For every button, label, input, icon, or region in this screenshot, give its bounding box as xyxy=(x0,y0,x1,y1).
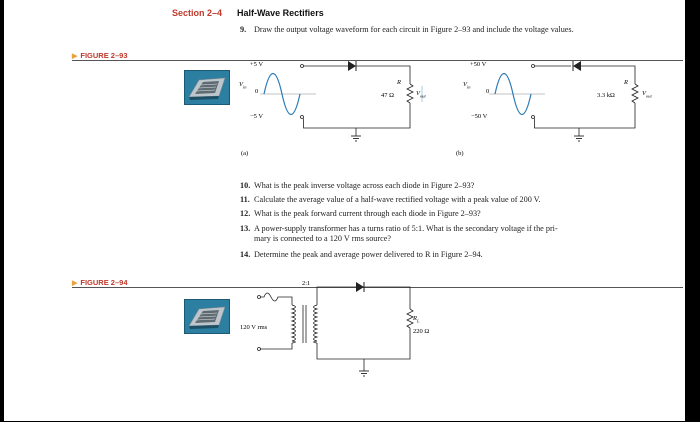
vin-label-a: Vin xyxy=(239,81,247,90)
turns-ratio-label: 2:1 xyxy=(302,280,311,287)
resistor-label-b: R xyxy=(624,79,628,86)
ground-icon xyxy=(574,135,584,142)
textbook-page: Section 2–4 Half-Wave Rectifiers 9. Draw … xyxy=(4,0,685,421)
problem-number: 11. xyxy=(240,195,250,204)
triangle-icon: ▶ xyxy=(72,280,78,287)
problem-9: 9. Draw the output voltage waveform for e… xyxy=(240,25,574,34)
terminal-top xyxy=(531,64,535,68)
terminal-bottom xyxy=(531,115,535,119)
problem-12: 12.What is the peak forward current thro… xyxy=(240,209,481,218)
source-voltage-label: 120 V rms xyxy=(240,324,268,331)
resistor-symbol xyxy=(406,83,414,104)
rectifier-thumbnail-icon xyxy=(185,300,229,333)
vout-label-a: Vout xyxy=(416,90,426,99)
vout-text-a: V xyxy=(416,90,420,97)
vneg-label-b: −50 V xyxy=(471,113,488,120)
figure-94-label: FIGURE 2–94 xyxy=(80,278,128,287)
ground-icon xyxy=(359,370,369,377)
problem-14: 14.Determine the peak and average power … xyxy=(240,250,483,259)
problem-11: 11. Calculate the average value of a half… xyxy=(240,195,541,204)
caption-a: (a) xyxy=(241,150,249,157)
problem-13: 13.A power-supply transformer has a turn… xyxy=(240,224,558,233)
figure-93-tag: ▶FIGURE 2–93 xyxy=(72,51,128,60)
vin-text-b: V xyxy=(463,81,467,88)
problem-text: Calculate the average value of a half-wa… xyxy=(254,195,541,204)
problem-text: mary is connected to a 120 V rms source? xyxy=(254,234,392,243)
problem-number: 10. xyxy=(240,181,251,190)
resistor-label-a: R xyxy=(397,79,401,86)
problem-text: Determine the peak and average power del… xyxy=(254,250,483,259)
problem-text: A power-supply transformer has a turns r… xyxy=(254,224,558,233)
ground-icon xyxy=(351,135,361,142)
sine-waveform xyxy=(494,72,532,116)
vout-text-b: V xyxy=(642,90,646,97)
figure-94-thumbnail xyxy=(184,299,230,334)
diode-symbol xyxy=(348,61,356,71)
terminal-bottom xyxy=(300,115,304,119)
resistor-symbol xyxy=(631,83,639,104)
zero-label-b: 0 xyxy=(486,88,490,95)
load-resistor-value: 220 Ω xyxy=(413,328,430,335)
diode-symbol xyxy=(356,282,364,292)
problem-text: What is the peak inverse voltage across … xyxy=(254,181,475,190)
vpos-label-a: +5 V xyxy=(250,61,264,68)
problem-13-continued: mary is connected to a 120 V rms source? xyxy=(240,234,391,243)
resistor-value-b: 3.3 kΩ xyxy=(597,92,615,99)
problem-number: 14. xyxy=(240,250,251,259)
resistor-value-a: 47 Ω xyxy=(381,92,394,99)
vin-text-a: V xyxy=(239,81,243,88)
load-resistor-text: R xyxy=(413,315,417,322)
sine-waveform xyxy=(263,72,301,116)
ac-source-icon xyxy=(260,292,293,305)
vneg-label-a: −5 V xyxy=(250,113,264,120)
section-title: Half-Wave Rectifiers xyxy=(237,8,324,18)
figure-94-tag: ▶FIGURE 2–94 xyxy=(72,278,128,287)
circuit-figure-94 xyxy=(257,282,414,377)
figure-94-divider xyxy=(72,287,683,288)
vpos-label-b: +50 V xyxy=(470,61,487,68)
circuit-a xyxy=(260,61,423,142)
problem-number: 12. xyxy=(240,209,251,218)
triangle-icon: ▶ xyxy=(72,53,78,60)
terminal-top xyxy=(300,64,304,68)
resistor-symbol xyxy=(406,308,414,329)
terminal-top xyxy=(257,295,261,299)
problem-number: 9. xyxy=(240,25,247,34)
problem-text: Draw the output voltage waveform for eac… xyxy=(254,25,574,34)
load-resistor-label: RL xyxy=(413,315,420,324)
figure-93-label: FIGURE 2–93 xyxy=(80,51,128,60)
problem-text: What is the peak forward current through… xyxy=(254,209,481,218)
vin-label-b: Vin xyxy=(463,81,471,90)
figure-93-divider xyxy=(72,60,683,61)
rectifier-thumbnail-icon xyxy=(185,71,229,104)
diode-symbol xyxy=(573,61,581,71)
caption-b: (b) xyxy=(456,150,464,157)
problem-number: 13. xyxy=(240,224,251,233)
terminal-bottom xyxy=(257,347,261,351)
circuit-b xyxy=(489,61,639,142)
vout-label-b: Vout xyxy=(642,90,652,99)
zero-label-a: 0 xyxy=(255,88,259,95)
section-label: Section 2–4 xyxy=(172,8,223,18)
transformer-secondary-coil xyxy=(313,304,319,344)
problem-10: 10.What is the peak inverse voltage acro… xyxy=(240,181,474,190)
figure-93-thumbnail xyxy=(184,70,230,105)
transformer-primary-coil xyxy=(290,304,296,344)
